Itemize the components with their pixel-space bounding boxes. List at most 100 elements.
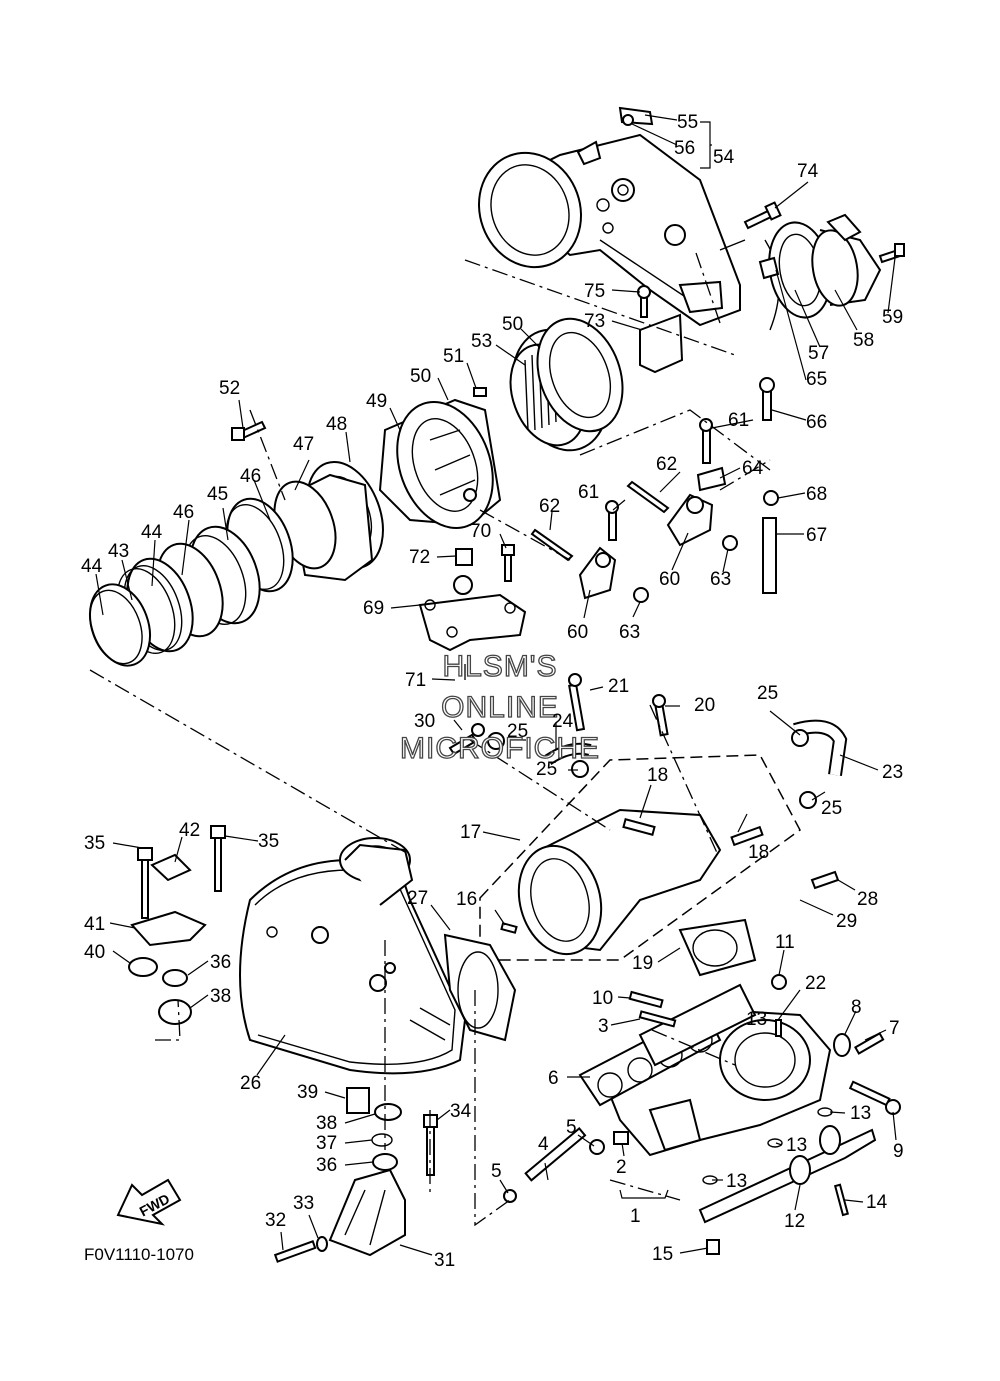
callout-label: 45 <box>207 484 228 505</box>
grouping-brackets <box>619 121 712 1199</box>
callout-label: 40 <box>84 942 105 963</box>
callout-label: 11 <box>775 932 795 953</box>
callout-label: 75 <box>584 281 605 302</box>
callout-label: 13 <box>726 1171 747 1192</box>
callout-label: 10 <box>592 988 613 1009</box>
callout-label: 27 <box>407 888 428 909</box>
callout-label: 50 <box>410 366 431 387</box>
callout-label: 5 <box>566 1117 577 1138</box>
callout-label: 18 <box>748 842 769 863</box>
callout-label: 23 <box>882 762 903 783</box>
callout-label: 17 <box>460 822 481 843</box>
watermark: HLSM'S ONLINE MICROFICHE <box>399 649 599 765</box>
callout-label: 46 <box>173 502 194 523</box>
exhaust-chamber-drawing <box>477 106 746 327</box>
callout-label: 61 <box>728 410 749 431</box>
callout-label: 6 <box>548 1068 559 1089</box>
callout-label: 36 <box>210 952 231 973</box>
callout-label: 35 <box>258 831 279 852</box>
callout-label: 43 <box>108 541 129 562</box>
callout-label: 13 <box>786 1135 807 1156</box>
callout-label: 36 <box>316 1155 337 1176</box>
callout-label: 8 <box>851 997 862 1018</box>
callout-label: 59 <box>882 307 903 328</box>
callout-label: 4 <box>538 1134 549 1155</box>
callout-label: 46 <box>240 466 261 487</box>
callout-label: 60 <box>567 622 588 643</box>
callout-label: 63 <box>710 569 731 590</box>
callout-label: 61 <box>578 482 599 503</box>
callout-label: 49 <box>366 391 387 412</box>
callout-label: 25 <box>757 683 778 704</box>
watermark-line-2: ONLINE <box>441 691 559 724</box>
watermark-line-1: HLSM'S <box>442 650 557 683</box>
callout-label: 37 <box>316 1133 337 1154</box>
callout-label: 57 <box>808 343 829 364</box>
small-parts-drawing <box>503 974 901 1255</box>
callout-label: 12 <box>784 1211 805 1232</box>
callout-label: 50 <box>502 314 523 335</box>
callout-label: 38 <box>316 1113 337 1134</box>
callout-label: 55 <box>677 112 698 133</box>
callout-label: 32 <box>265 1210 286 1231</box>
callout-label: 21 <box>608 676 629 697</box>
callout-label: 25 <box>507 721 528 742</box>
callout-label: 34 <box>450 1101 472 1122</box>
callout-label: 44 <box>81 556 103 577</box>
exhaust-pipe-17-drawing <box>500 808 840 977</box>
water-box-26-drawing <box>239 837 467 1075</box>
callout-label: 18 <box>647 765 668 786</box>
gasket-27-drawing <box>443 933 517 1042</box>
callout-label: 54 <box>713 147 735 168</box>
mount-parts-left-drawing <box>128 825 226 1025</box>
callout-labels: 1 2 3 4 5 5 6 7 8 9 10 11 12 13 13 13 13… <box>81 112 904 1271</box>
callout-label: 73 <box>584 311 605 332</box>
callout-label: 70 <box>470 521 491 542</box>
callout-label: 25 <box>821 798 842 819</box>
callout-label: 33 <box>293 1193 314 1214</box>
callout-label: 39 <box>297 1082 318 1103</box>
fittings-65-68-drawing <box>758 256 780 594</box>
callout-label: 53 <box>471 331 492 352</box>
callout-label: 26 <box>240 1073 261 1094</box>
callout-label: 68 <box>806 484 827 505</box>
intake-duct-rings-drawing <box>89 460 384 667</box>
callout-label: 62 <box>656 454 677 475</box>
callout-label: 62 <box>539 496 560 517</box>
callout-label: 24 <box>552 711 574 732</box>
callout-label: 42 <box>179 820 200 841</box>
callout-label: 64 <box>742 458 764 479</box>
callout-label: 2 <box>616 1157 627 1178</box>
callout-label: 35 <box>84 833 105 854</box>
assembly-centerlines <box>89 249 771 1227</box>
callout-label: 65 <box>806 369 827 390</box>
callout-label: 16 <box>456 889 477 910</box>
callout-label: 22 <box>805 973 826 994</box>
brackets-60-drawing <box>578 418 738 603</box>
callout-label: 28 <box>857 889 878 910</box>
bolts-74-59-drawing <box>743 201 905 264</box>
callout-label: 3 <box>598 1016 609 1037</box>
fwd-arrow-icon: FWD <box>116 1178 182 1226</box>
drawing-code: F0V1110-1070 <box>84 1245 194 1264</box>
hoses-clamps-drawing <box>448 673 848 809</box>
callout-label: 29 <box>836 911 857 932</box>
callout-label: 44 <box>141 522 163 543</box>
exhaust-manifold-drawing <box>578 983 832 1157</box>
bracket-73-drawing <box>637 285 684 374</box>
callout-label: 14 <box>866 1192 888 1213</box>
callout-label: 69 <box>363 598 384 619</box>
callout-label: 1 <box>630 1206 641 1227</box>
callout-label: 20 <box>694 695 715 716</box>
callout-label: 30 <box>414 711 435 732</box>
muffler-outlet-drawing <box>764 213 882 331</box>
callout-label: 41 <box>84 914 105 935</box>
pump-housing-drawing <box>378 317 624 529</box>
callout-label: 56 <box>674 138 695 159</box>
callout-label: 38 <box>210 986 231 1007</box>
callout-label: 25 <box>536 759 557 780</box>
callout-label: 48 <box>326 414 347 435</box>
callout-label: 51 <box>443 346 464 367</box>
